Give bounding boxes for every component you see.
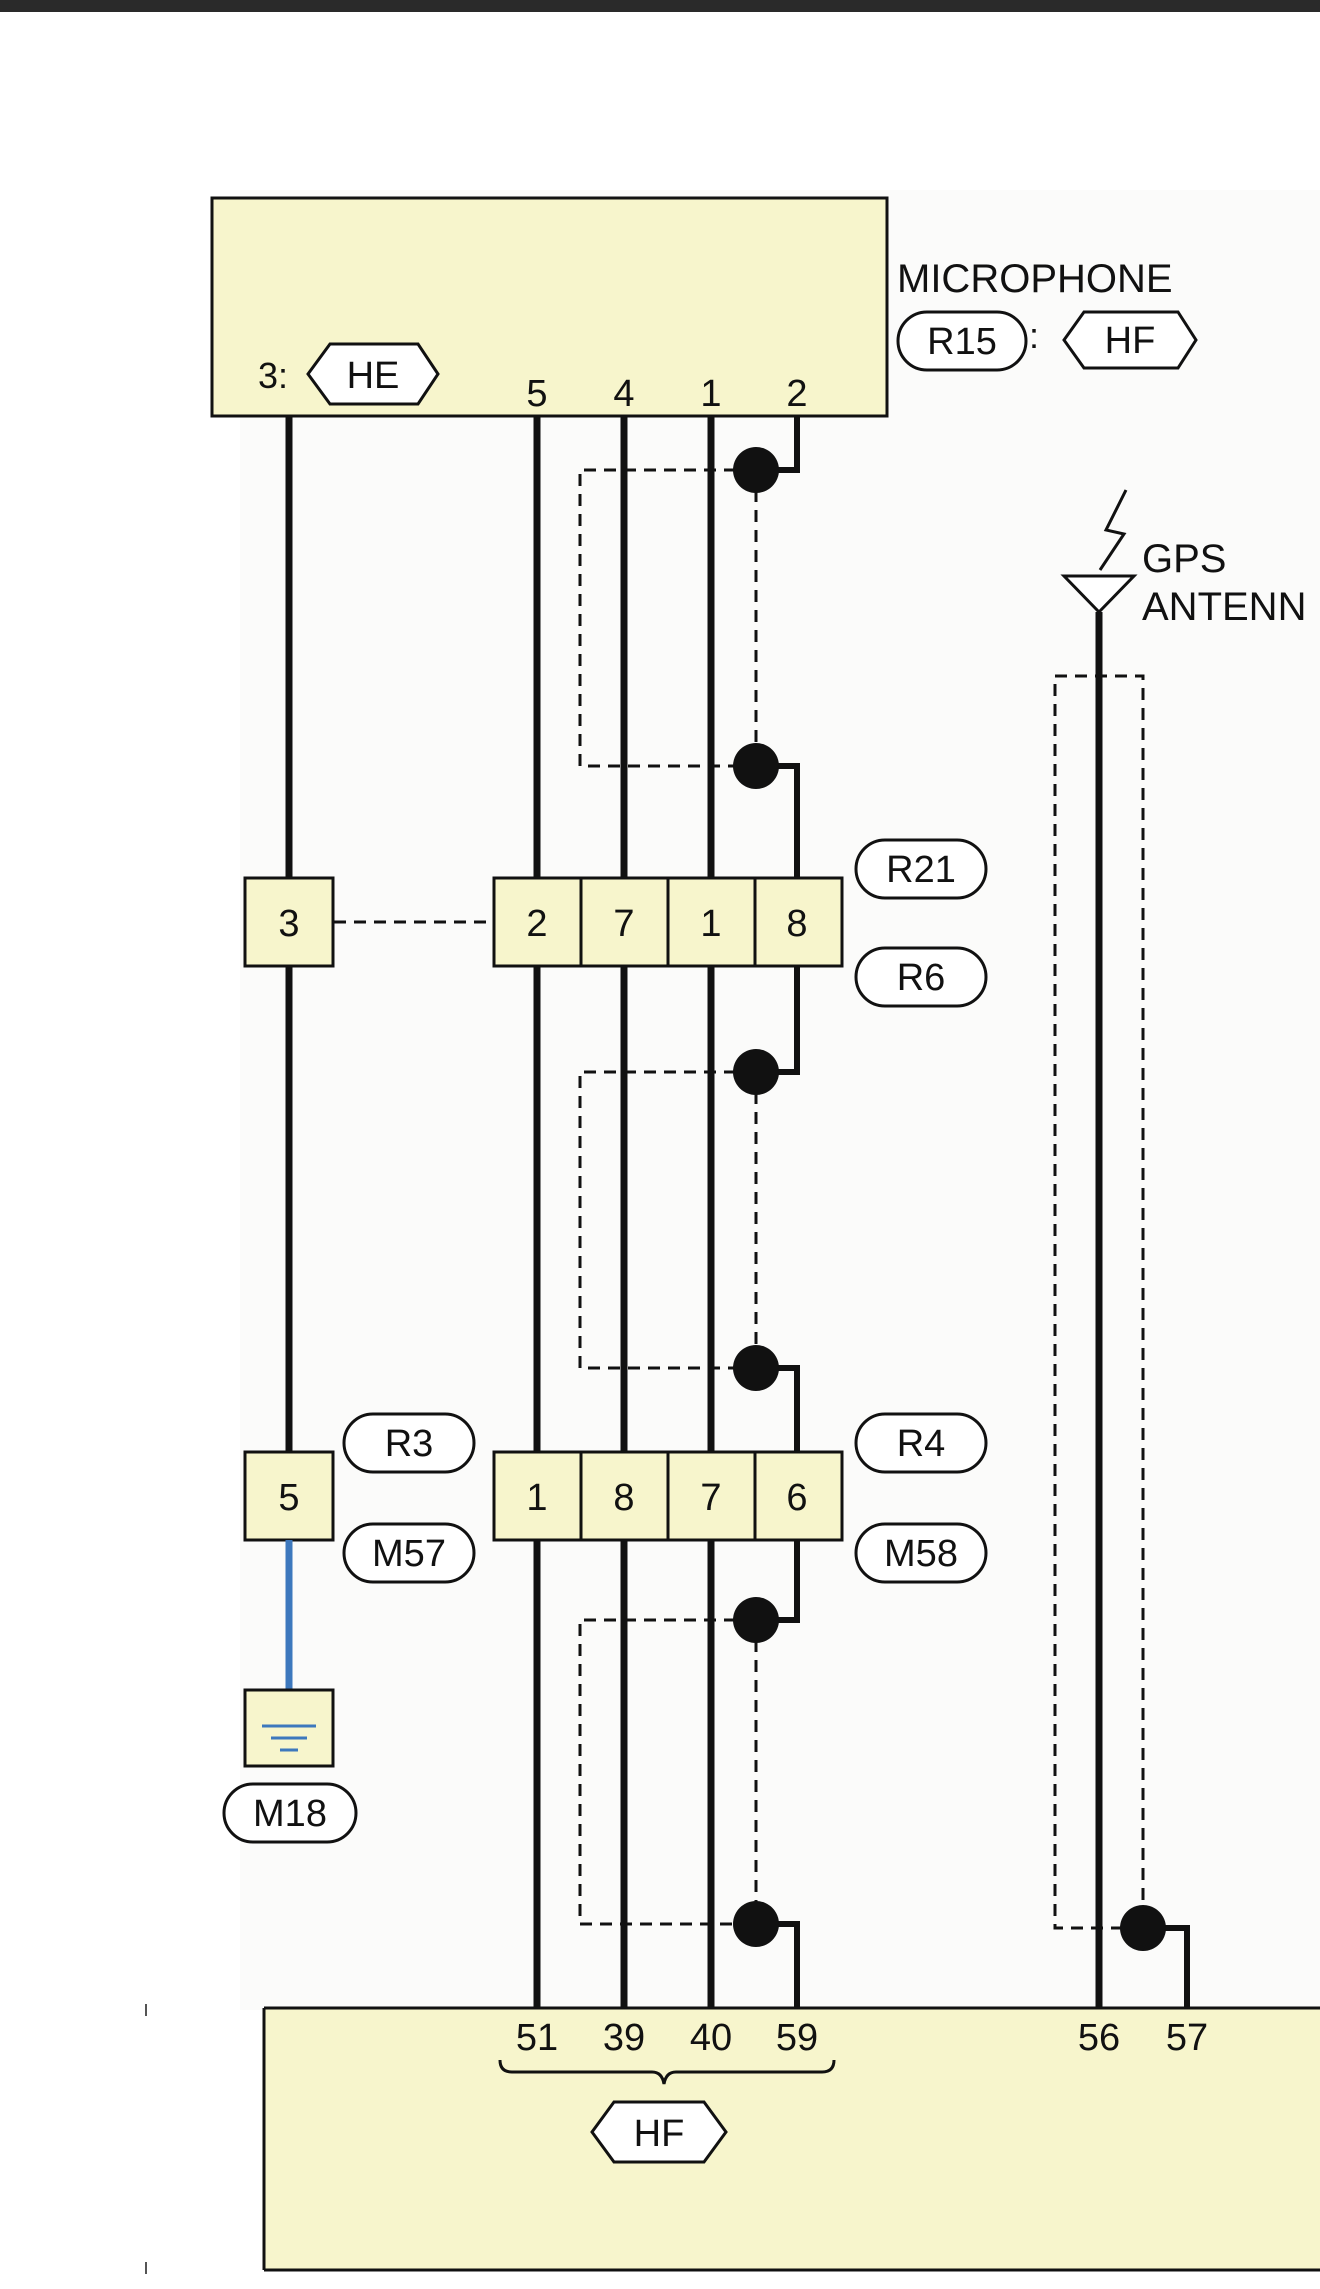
r21-pin-2: 2 — [526, 903, 547, 945]
connector-tag-r6-label: R6 — [897, 957, 946, 999]
shield-segment-3 — [578, 1618, 758, 1926]
gps-label-line1: GPS — [1142, 537, 1226, 581]
connector-tag-r21-label: R21 — [886, 849, 956, 891]
ground-point: M18 — [222, 1540, 358, 1844]
r21-pin-7: 7 — [613, 903, 634, 945]
r4-pin-7: 7 — [700, 1477, 721, 1519]
connector-tag-m58-label: M58 — [884, 1533, 958, 1575]
ground-pin-upper: 3 — [278, 903, 299, 945]
r4-pin-8: 8 — [613, 1477, 634, 1519]
r21-pin-8: 8 — [786, 903, 807, 945]
ground-box — [243, 1688, 335, 1768]
ground-pin-upper-box — [243, 876, 335, 968]
connector-tag-r3-label: R3 — [385, 1423, 434, 1465]
microphone-title: MICROPHONE — [897, 257, 1173, 301]
connector-separator: : — [1029, 315, 1039, 356]
shield-dots — [733, 447, 1166, 1951]
connector-tag-m57-label: M57 — [372, 1533, 446, 1575]
microphone-pin-4: 4 — [613, 373, 634, 415]
connector-tag-r15-label: R15 — [927, 321, 997, 363]
microphone-ground-pin: 3: — [258, 355, 288, 396]
unit-pin-39: 39 — [603, 2017, 645, 2059]
connector-row-1: 3 2 7 1 8 R21 R6 — [243, 838, 988, 1008]
connector-tag-r4-label: R4 — [897, 1423, 946, 1465]
ground-tag-m18 — [222, 1782, 358, 1844]
pin-group-brace — [498, 2059, 836, 2085]
unit-pin-57: 57 — [1166, 2017, 1208, 2059]
r4-pin-6: 6 — [786, 1477, 807, 1519]
ground-pin-lower: 5 — [278, 1477, 299, 1519]
unit-box — [264, 2008, 1320, 2270]
diagram-background — [240, 190, 1320, 2010]
connector-tag-r21 — [854, 838, 988, 900]
microphone-pin-5: 5 — [526, 373, 547, 415]
connector-tag-m58 — [854, 1522, 988, 1584]
microphone-pin-2: 2 — [786, 373, 807, 415]
connector-tag-r4 — [854, 1412, 988, 1474]
connector-tag-r15 — [896, 310, 1028, 372]
unit-pin-40: 40 — [690, 2017, 732, 2059]
connector-tag-r3 — [342, 1412, 476, 1474]
shield-segment-1 — [578, 468, 758, 768]
microphone-component: MICROPHONE R15 : HF 3: HE 5 4 1 2 — [210, 196, 1198, 418]
antenna-icon — [1060, 574, 1138, 615]
gps-label-line2: ANTENN — [1142, 585, 1306, 629]
gps-antenna: GPS ANTENN — [1060, 489, 1306, 629]
unit-pin-56: 56 — [1078, 2017, 1120, 2059]
r21-pin-1: 1 — [700, 903, 721, 945]
top-bar — [0, 0, 1320, 12]
ground-pin-lower-box — [243, 1450, 335, 1542]
harness-tag-hf-top — [1062, 310, 1198, 370]
harness-tag-hf-bottom-label: HF — [634, 2113, 685, 2155]
unit-pin-59: 59 — [776, 2017, 818, 2059]
harness-tag-hf-top-label: HF — [1105, 320, 1156, 362]
main-wires — [285, 416, 1103, 2008]
shield-segment-2 — [578, 1070, 758, 1370]
lightning-icon — [1098, 489, 1128, 571]
ground-tag-m18-label: M18 — [253, 1793, 327, 1835]
connector-row-2: 5 R3 M57 1 8 7 6 R4 M58 — [243, 1412, 988, 1584]
connector-tag-r6 — [854, 946, 988, 1008]
microphone-pin-1: 1 — [700, 373, 721, 415]
bottom-unit: 51 39 40 59 56 57 HF — [262, 2006, 1320, 2272]
unit-pin-51: 51 — [516, 2017, 558, 2059]
r4-pin-1: 1 — [526, 1477, 547, 1519]
connector-tag-m57 — [342, 1522, 476, 1584]
harness-tag-hf-bottom — [590, 2100, 728, 2164]
harness-tag-he-label: HE — [347, 355, 400, 397]
harness-tag-he — [306, 342, 440, 406]
